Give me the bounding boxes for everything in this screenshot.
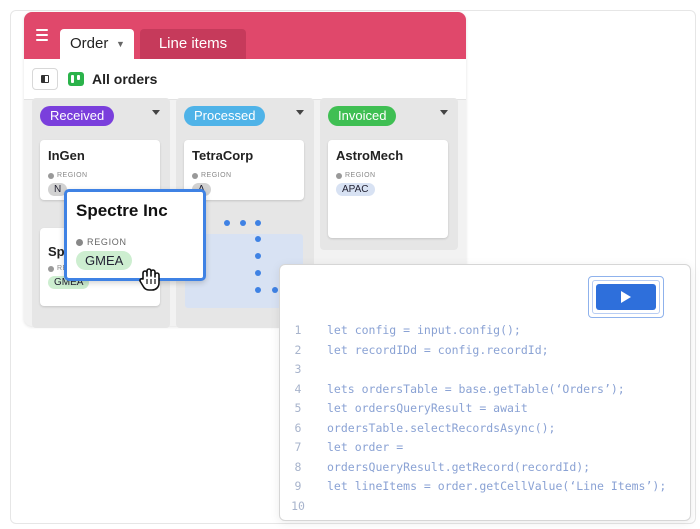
card-title: TetraCorp xyxy=(192,148,254,163)
dragged-record-card[interactable]: Spectre Inc REGION GMEA xyxy=(64,189,206,281)
tab-order[interactable]: Order ▼ xyxy=(60,29,134,59)
field-icon xyxy=(48,265,54,272)
chevron-down-icon[interactable] xyxy=(152,110,160,115)
play-icon xyxy=(621,291,631,303)
view-bar: All orders xyxy=(24,59,466,100)
field-label: REGION xyxy=(76,237,194,247)
column-header: Processed xyxy=(176,98,314,128)
record-card[interactable]: InGen REGION N xyxy=(40,140,160,200)
card-title: Spectre Inc xyxy=(76,201,168,220)
sidebar-toggle-button[interactable] xyxy=(32,68,58,90)
chevron-down-icon[interactable] xyxy=(440,110,448,115)
field-label: REGION xyxy=(336,172,440,179)
kanban-column-invoiced: Invoiced AstroMech REGION APAC xyxy=(320,98,458,250)
tab-order-label: Order xyxy=(70,35,109,52)
view-name[interactable]: All orders xyxy=(92,71,158,87)
column-header: Received xyxy=(32,98,170,128)
record-card[interactable]: AstroMech REGION APAC xyxy=(328,140,448,238)
table-tab-bar: Order ▼ Line items xyxy=(24,12,466,59)
region-pill: GMEA xyxy=(76,251,133,270)
sidebar-toggle-icon xyxy=(41,75,49,83)
status-badge: Received xyxy=(40,106,115,126)
card-title: Sp xyxy=(48,244,65,259)
card-title: InGen xyxy=(48,148,85,163)
field-icon xyxy=(48,172,54,179)
field-icon xyxy=(336,172,342,179)
hand-grab-icon xyxy=(139,268,160,291)
field-label: REGION xyxy=(192,172,296,179)
chevron-down-icon[interactable] xyxy=(296,110,304,115)
run-script-button[interactable] xyxy=(588,276,664,318)
card-title: AstroMech xyxy=(336,148,404,163)
region-pill: N xyxy=(48,183,68,196)
field-label: REGION xyxy=(48,172,152,179)
column-header: Invoiced xyxy=(320,98,458,128)
region-pill: APAC xyxy=(336,183,375,196)
field-icon xyxy=(76,238,83,246)
menu-icon[interactable] xyxy=(36,29,48,41)
status-badge: Processed xyxy=(184,106,266,126)
field-icon xyxy=(192,172,198,179)
status-badge: Invoiced xyxy=(328,106,397,126)
kanban-icon xyxy=(68,72,84,86)
tab-line-items[interactable]: Line items xyxy=(140,29,246,59)
run-button-face xyxy=(596,284,656,310)
chevron-down-icon[interactable]: ▼ xyxy=(116,39,125,49)
